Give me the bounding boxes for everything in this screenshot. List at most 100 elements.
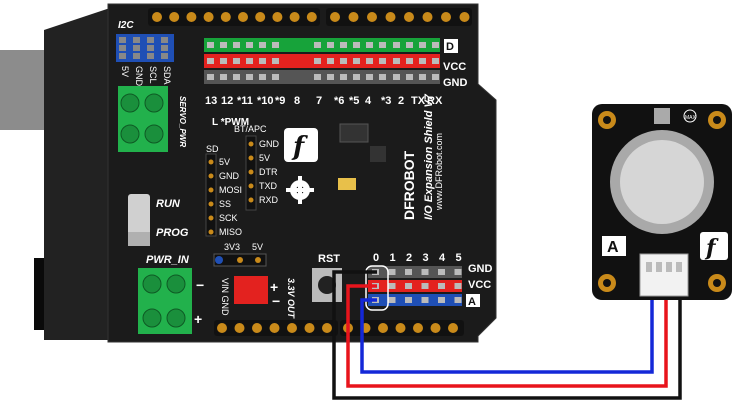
sd-pin-label: 5V xyxy=(219,157,230,167)
digital-header xyxy=(204,38,440,84)
vin-gnd-header: VIN GND + − 3.3V OUT xyxy=(220,276,296,320)
v5-label: 5V xyxy=(252,242,263,252)
row-label-vcc: VCC xyxy=(443,61,466,73)
analog-row-a: A xyxy=(468,296,476,308)
header-hole xyxy=(404,12,414,22)
sd-pin-label: SCK xyxy=(219,213,238,223)
analog-badge xyxy=(602,236,626,256)
v33-label: 3V3 xyxy=(224,242,240,252)
digital-pin-label: 13 xyxy=(205,95,217,107)
url-label: www.DFRobot.com xyxy=(434,133,444,211)
voltage-jumper: 3V3 5V xyxy=(213,242,267,267)
digital-pin-label: 7 xyxy=(316,95,322,107)
header-hole xyxy=(378,323,388,333)
digital-pin-label: *9 xyxy=(275,95,285,107)
transistor xyxy=(370,146,386,162)
servo-pwr-label: SERVO_PWR xyxy=(178,96,187,147)
analog-pin-label: 3 xyxy=(423,252,429,264)
header-hole xyxy=(448,323,458,333)
header-hole xyxy=(289,12,300,22)
header-hole xyxy=(269,323,280,333)
max-label: MAX xyxy=(685,115,697,121)
header-hole xyxy=(287,323,297,333)
header-hole xyxy=(348,12,359,22)
digital-pin-label: 8 xyxy=(294,95,300,107)
header-hole xyxy=(234,323,245,333)
max-dial-icon xyxy=(683,109,697,123)
header-hole xyxy=(203,12,214,22)
analog-row-vcc: VCC xyxy=(468,279,491,291)
header-hole xyxy=(367,12,377,22)
svg-text:+: + xyxy=(270,279,278,295)
analog-pin-label: 5 xyxy=(456,252,462,264)
sd-label: SD xyxy=(206,144,219,154)
bt-pin-label: 5V xyxy=(259,153,270,163)
sd-pin-label: GND xyxy=(219,171,240,181)
row-label-d: D xyxy=(446,41,454,53)
header-hole xyxy=(330,12,340,22)
header-hole xyxy=(272,12,283,22)
sd-pin-label: MOSI xyxy=(219,185,242,195)
capacitor xyxy=(338,178,356,190)
header-hole xyxy=(306,12,317,22)
svg-text:f: f xyxy=(291,132,308,162)
digital-pin-label: 2 xyxy=(398,95,404,107)
analog-pin-label: 1 xyxy=(390,252,396,264)
digital-pin-label: TX xyxy=(411,95,426,107)
brand-label: DFROBOT xyxy=(401,150,417,220)
pin0-highlight xyxy=(365,265,389,311)
gas-sensor-module: MAX A f xyxy=(592,104,732,300)
header-hole xyxy=(322,323,332,333)
analog-badge-label: A xyxy=(607,239,619,256)
run-prog-switch: RUN PROG xyxy=(128,194,189,246)
bt-pin-label: GND xyxy=(259,139,280,149)
header-hole xyxy=(304,323,315,333)
analog-pin-label: 2 xyxy=(406,252,412,264)
header-hole xyxy=(186,12,197,22)
sd-header: SD 5V GND MOSI SS SCK MISO xyxy=(205,144,242,237)
i2c-pin-label: GND xyxy=(134,66,144,87)
digital-pin-label: *3 xyxy=(381,95,391,107)
rst-label: RST xyxy=(318,253,340,265)
digital-pin-label: RX xyxy=(427,95,443,107)
analog-row-gnd: GND xyxy=(468,263,493,275)
i2c-pin-label: SDA xyxy=(162,66,172,85)
out33-label: 3.3V OUT xyxy=(286,278,296,320)
digital-pin-label: *10 xyxy=(257,95,274,107)
analog-pin-label: 4 xyxy=(439,252,446,264)
sensor-connector xyxy=(639,253,689,297)
potentiometer xyxy=(654,108,670,124)
sd-pin-label: SS xyxy=(219,199,231,209)
run-label: RUN xyxy=(156,198,181,210)
d-label-box xyxy=(444,39,458,53)
svg-text:−: − xyxy=(196,277,204,293)
df-logo xyxy=(700,232,728,260)
shield-board xyxy=(107,3,497,343)
pwm-label: L *PWM xyxy=(212,117,249,128)
header-hole xyxy=(255,12,266,22)
header-hole xyxy=(152,12,162,22)
servo-power-terminal: SERVO_PWR xyxy=(118,86,187,152)
top-header-holes xyxy=(148,8,472,26)
sd-pin-label: MISO xyxy=(219,227,242,237)
bt-label: BT/APC xyxy=(234,124,267,134)
header-hole xyxy=(217,323,227,333)
digital-pin-label: *5 xyxy=(349,95,359,107)
digital-pin-label: *6 xyxy=(334,95,344,107)
df-logo-glyph: f xyxy=(704,235,719,261)
header-hole xyxy=(220,12,231,22)
header-hole xyxy=(238,12,248,22)
pwr-in-terminal: PWR_IN − + xyxy=(138,254,204,334)
header-hole xyxy=(169,12,180,22)
analog-pin-label: 0 xyxy=(373,252,379,264)
vin-gnd-label: VIN GND xyxy=(220,278,230,316)
header-hole xyxy=(252,323,262,333)
i2c-pin-label: SCL xyxy=(148,66,158,84)
a-label-box xyxy=(466,294,480,307)
header-hole xyxy=(385,12,396,22)
ic-chip xyxy=(339,123,369,143)
prog-label: PROG xyxy=(156,227,189,239)
